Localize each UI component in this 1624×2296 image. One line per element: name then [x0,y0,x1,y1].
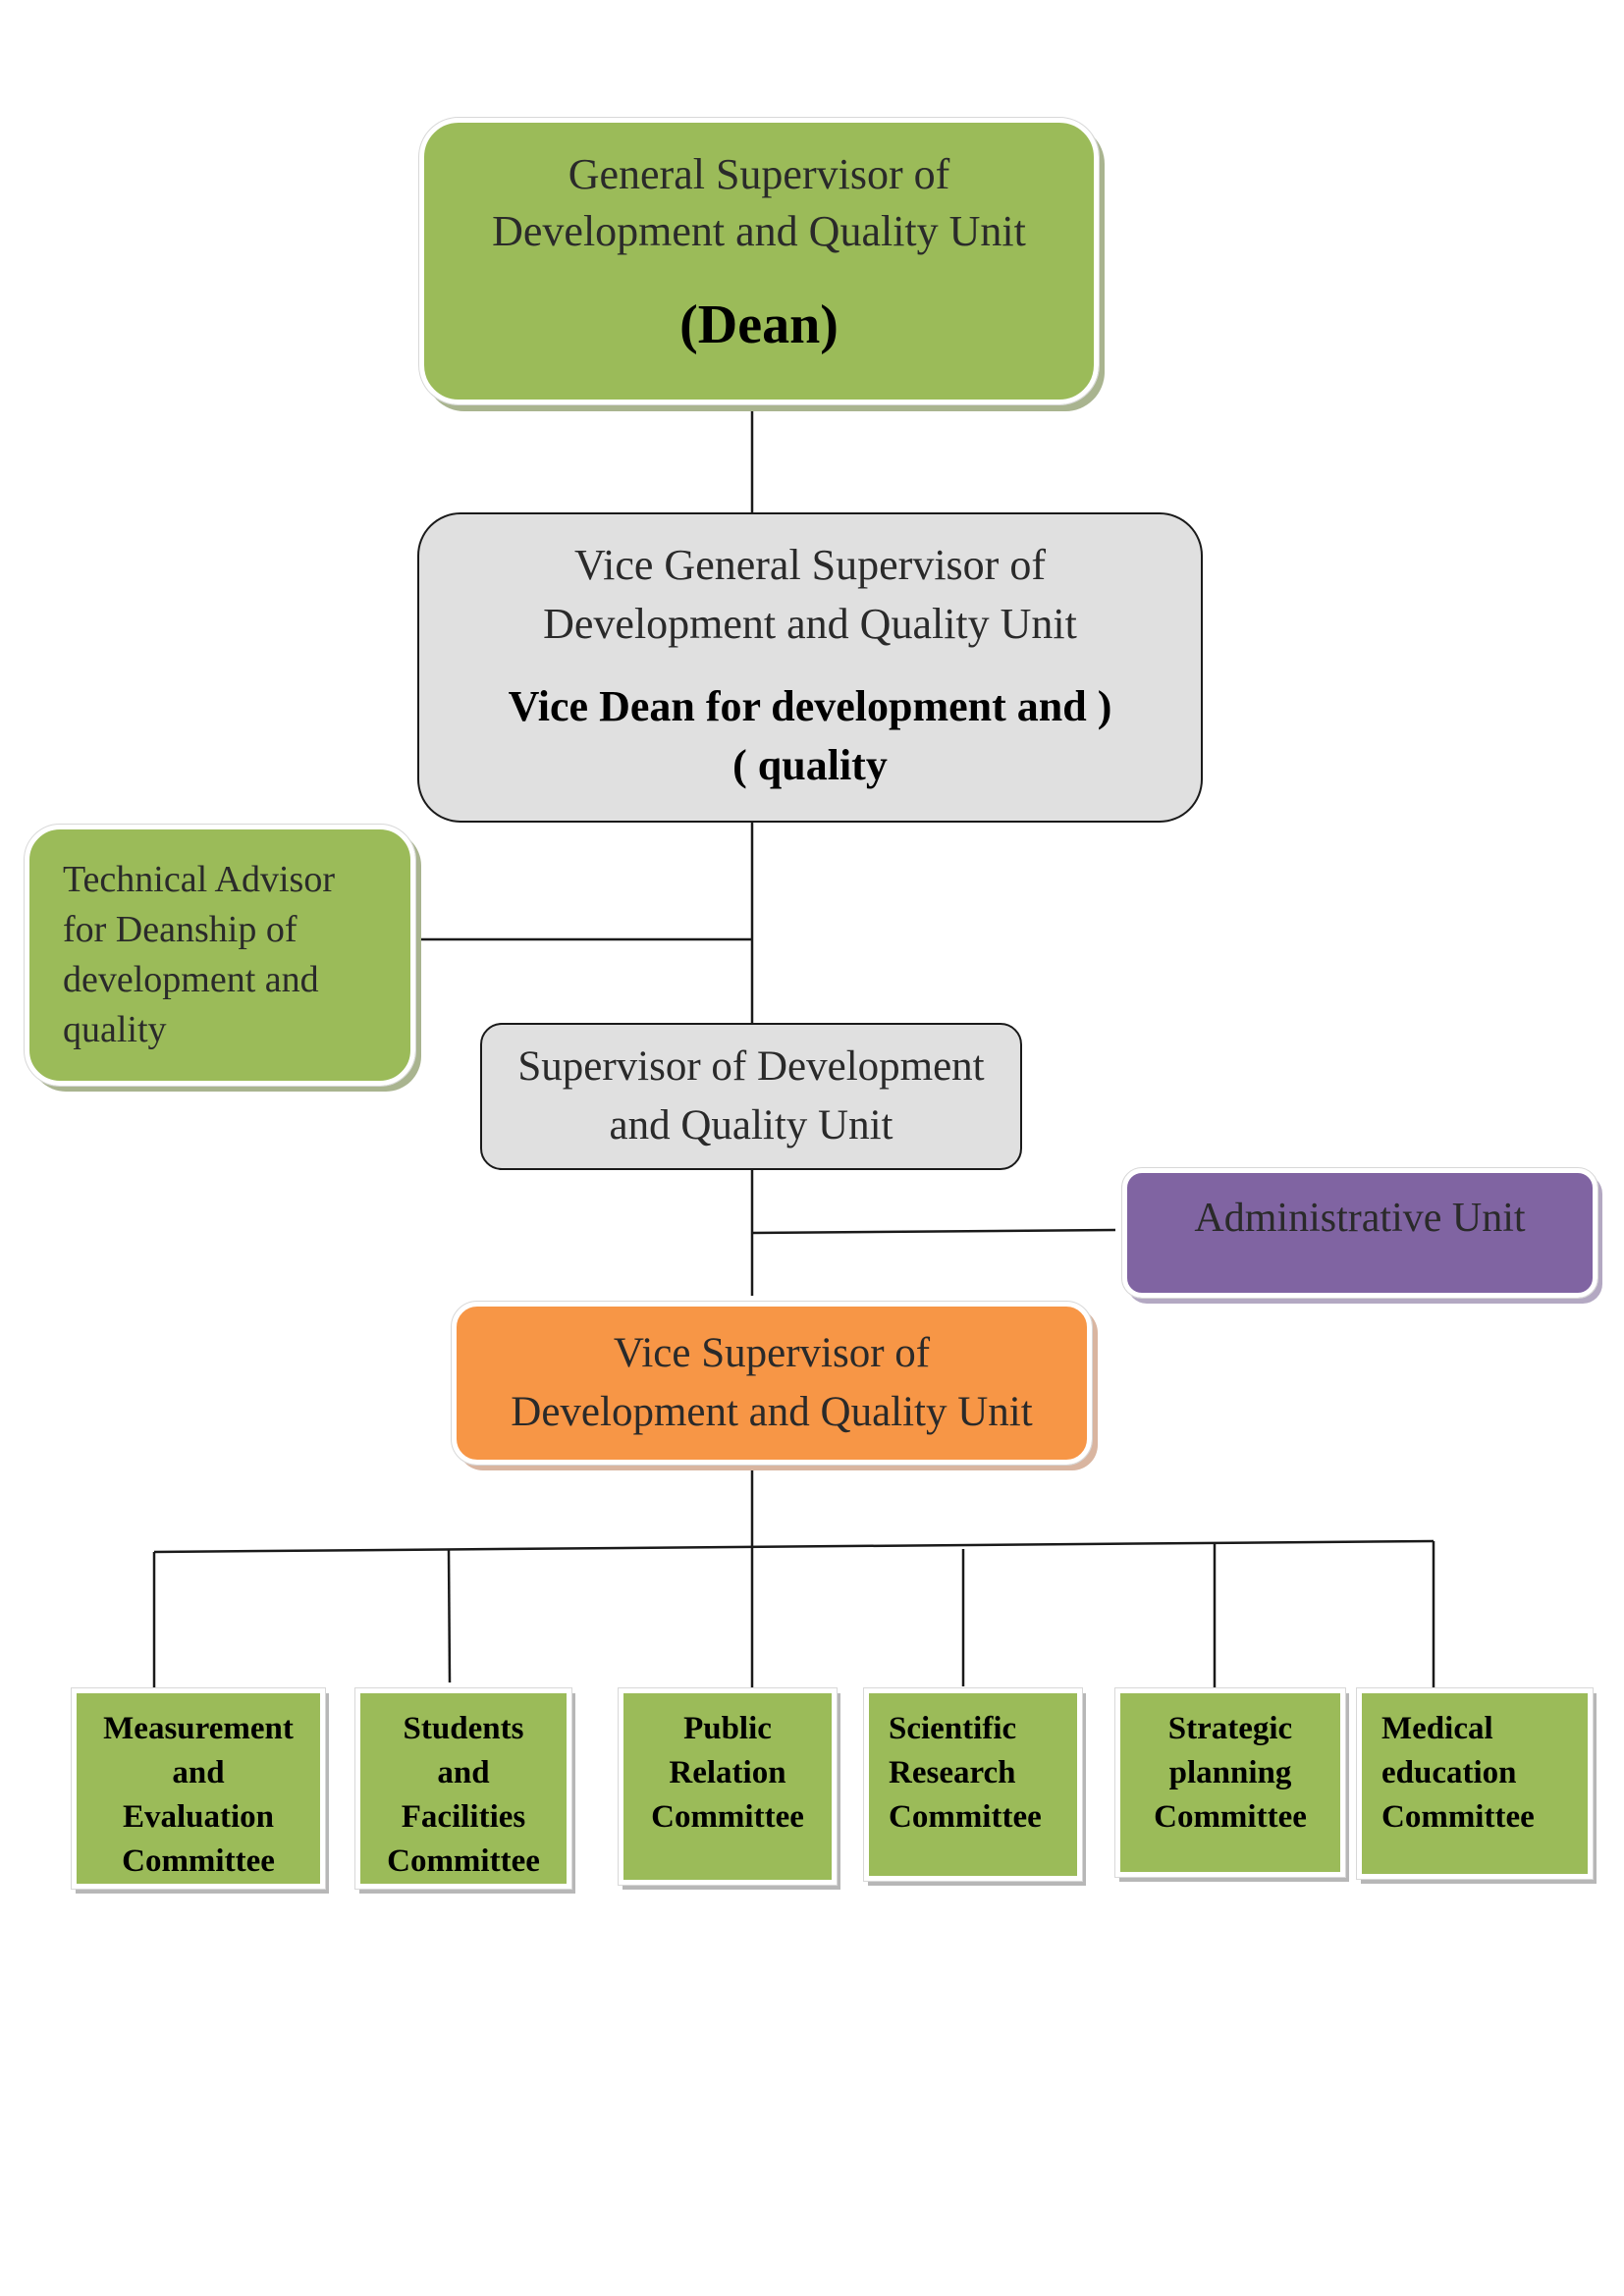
committee-3-line-2: Relation [669,1755,786,1790]
committee-students-facilities: Students and Facilities Committee [354,1687,572,1890]
committee-3-line-3: Committee [651,1799,804,1835]
committee-measurement-evaluation: Measurement and Evaluation Committee [71,1687,326,1890]
vice-general-supervisor-node: Vice General Supervisor of Development a… [417,512,1203,823]
committee-5-line-3: Committee [1154,1799,1307,1835]
committee-2-line-2: and [437,1755,490,1790]
committee-1-line-2: and [172,1755,225,1790]
connector-administrative-unit [751,1228,1116,1235]
committee-medical-education: Medical education Committee [1356,1687,1594,1880]
technical-advisor-line-4: quality [63,1009,167,1050]
vice-general-line-4: ( quality [732,741,888,789]
supervisor-node: Supervisor of Development and Quality Un… [480,1023,1022,1170]
committee-1-line-1: Measurement [103,1711,294,1746]
supervisor-line-1: Supervisor of Development [517,1043,985,1090]
committee-4-line-2: Research [889,1755,1016,1790]
committee-1-line-4: Committee [122,1843,275,1879]
vice-general-line-3: Vice Dean for development and ) [508,682,1112,730]
administrative-unit-node: Administrative Unit [1121,1167,1598,1299]
connector-committee-2 [447,1549,452,1683]
committee-public-relation: Public Relation Committee [618,1687,838,1886]
committee-6-line-2: education [1381,1755,1517,1790]
committee-3-line-1: Public [683,1711,772,1746]
dean-line-2: Development and Quality Unit [492,207,1026,255]
administrative-unit-label: Administrative Unit [1194,1196,1526,1241]
vice-supervisor-node: Vice Supervisor of Development and Quali… [451,1301,1093,1466]
committee-6-line-3: Committee [1381,1799,1535,1835]
technical-advisor-line-1: Technical Advisor [63,859,335,900]
committee-strategic-planning: Strategic planning Committee [1114,1687,1346,1878]
committee-2-line-3: Facilities [401,1799,526,1835]
committee-4-line-3: Committee [889,1799,1042,1835]
vice-supervisor-line-2: Development and Quality Unit [511,1389,1033,1435]
technical-advisor-line-2: for Deanship of [63,909,298,950]
dean-line-1: General Supervisor of [568,150,950,198]
committee-scientific-research: Scientific Research Committee [863,1687,1083,1882]
vice-general-line-2: Development and Quality Unit [543,600,1077,648]
connector-committee-bus [153,1539,1435,1554]
committee-4-line-1: Scientific [889,1711,1017,1746]
committee-2-line-4: Committee [387,1843,540,1879]
committee-6-line-1: Medical [1381,1711,1493,1746]
committee-5-line-1: Strategic [1167,1711,1293,1746]
vice-general-line-1: Vice General Supervisor of [574,541,1046,589]
committee-1-line-3: Evaluation [122,1799,275,1835]
technical-advisor-node: Technical Advisor for Deanship of develo… [24,824,416,1087]
vice-supervisor-line-1: Vice Supervisor of [613,1330,931,1376]
dean-node: General Supervisor of Development and Qu… [418,117,1100,405]
technical-advisor-line-3: development and [63,959,319,1000]
committee-5-line-2: planning [1168,1755,1292,1790]
dean-title: (Dean) [679,294,839,355]
supervisor-line-2: and Quality Unit [609,1102,893,1148]
committee-2-line-1: Students [403,1711,524,1746]
